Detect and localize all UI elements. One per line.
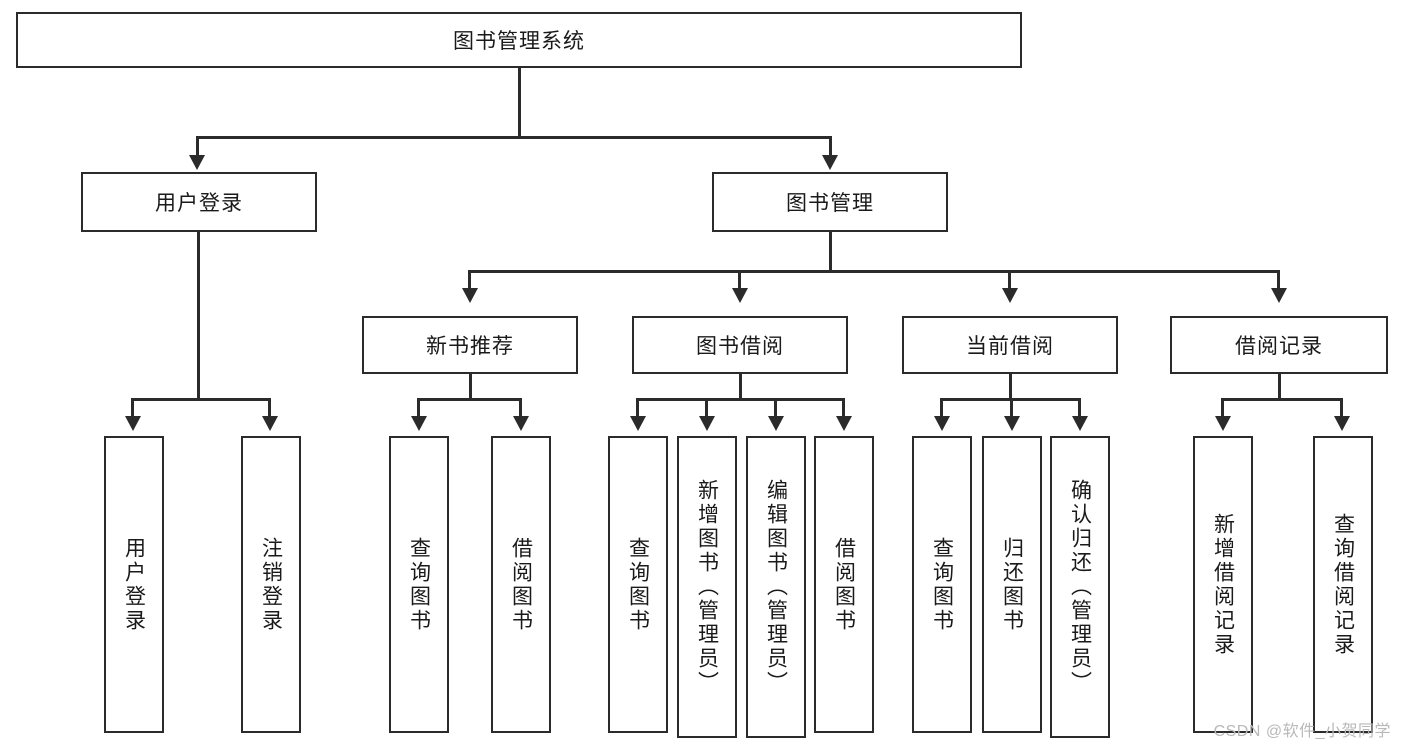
leaf-label: 查询借阅记录	[1331, 512, 1355, 657]
node-new-book-recommend[interactable]: 新书推荐	[362, 316, 578, 374]
leaf-add-book[interactable]: 新增图书（管理员）	[677, 436, 737, 738]
arrowhead-to-borrow-record	[1271, 288, 1287, 303]
connector-nbr-leaf2	[519, 398, 522, 418]
node-label: 图书管理系统	[453, 30, 585, 53]
arrowhead-to-user-login	[189, 155, 205, 170]
leaf-add-record[interactable]: 新增借阅记录	[1193, 436, 1253, 733]
arrowhead-leaf-query-record	[1334, 416, 1350, 431]
leaf-logout-login[interactable]: 注销登录	[241, 436, 301, 733]
connector-cb-leaf1	[940, 398, 943, 418]
node-current-borrow[interactable]: 当前借阅	[902, 316, 1118, 374]
connector-book-borrow-down	[739, 374, 742, 400]
leaf-borrow-book-2[interactable]: 借阅图书	[814, 436, 874, 733]
leaf-label: 注销登录	[259, 536, 283, 633]
leaf-label: 借阅图书	[832, 536, 856, 633]
arrowhead-leaf-user-login	[125, 416, 141, 431]
connector-borrow-record-bus	[1221, 398, 1342, 401]
arrowhead-to-new-book-recommend	[462, 288, 478, 303]
node-label: 借阅记录	[1235, 335, 1323, 358]
connector-book-management-down	[829, 232, 832, 272]
connector-cb-leaf3	[1078, 398, 1081, 418]
leaf-confirm-return[interactable]: 确认归还（管理员）	[1050, 436, 1110, 738]
connector-user-login-leaf2	[268, 398, 271, 418]
connector-user-login-bus	[131, 398, 268, 401]
leaf-label: 确认归还（管理员）	[1068, 479, 1092, 695]
connector-br-leaf2	[1340, 398, 1343, 418]
connector-cb-leaf2	[1010, 398, 1013, 418]
connector-level3-bus	[468, 270, 1280, 273]
arrowhead-to-book-management	[822, 155, 838, 170]
node-label: 用户登录	[155, 192, 243, 215]
leaf-query-book-3[interactable]: 查询图书	[912, 436, 972, 733]
connector-user-login-down	[197, 232, 200, 400]
arrowhead-to-current-borrow	[1002, 288, 1018, 303]
arrowhead-leaf-query-book-1	[411, 416, 427, 431]
leaf-label: 新增借阅记录	[1211, 512, 1235, 657]
watermark-text: CSDN @软件_小贺同学	[1213, 723, 1391, 740]
connector-bb-leaf4	[842, 398, 845, 418]
leaf-label: 用户登录	[122, 536, 146, 633]
node-user-login[interactable]: 用户登录	[81, 172, 317, 232]
connector-book-borrow-bus	[636, 398, 845, 401]
leaf-label: 编辑图书（管理员）	[764, 479, 788, 695]
arrowhead-leaf-query-book-3	[934, 416, 950, 431]
leaf-label: 借阅图书	[509, 536, 533, 633]
leaf-label: 查询图书	[407, 536, 431, 633]
arrowhead-leaf-add-record	[1215, 416, 1231, 431]
connector-user-login-leaf1	[131, 398, 134, 418]
arrowhead-leaf-edit-book	[768, 416, 784, 431]
connector-to-book-borrow	[738, 270, 741, 290]
connector-root-to-user-login	[196, 136, 199, 158]
connector-to-current-borrow	[1008, 270, 1011, 290]
arrowhead-leaf-query-book-2	[630, 416, 646, 431]
leaf-borrow-book-1[interactable]: 借阅图书	[491, 436, 551, 733]
leaf-edit-book[interactable]: 编辑图书（管理员）	[746, 436, 806, 738]
connector-new-book-recommend-down	[469, 374, 472, 400]
leaf-label: 归还图书	[1000, 536, 1024, 633]
connector-br-leaf1	[1221, 398, 1224, 418]
arrowhead-leaf-confirm-return	[1072, 416, 1088, 431]
connector-bb-leaf1	[636, 398, 639, 418]
node-borrow-record[interactable]: 借阅记录	[1170, 316, 1388, 374]
node-book-management-system[interactable]: 图书管理系统	[16, 12, 1022, 68]
arrowhead-leaf-logout-login	[262, 416, 278, 431]
node-book-management[interactable]: 图书管理	[712, 172, 948, 232]
leaf-query-record[interactable]: 查询借阅记录	[1313, 436, 1373, 733]
arrowhead-leaf-borrow-book-1	[513, 416, 529, 431]
connector-nbr-leaf1	[417, 398, 420, 418]
connector-new-book-recommend-bus	[417, 398, 522, 401]
connector-current-borrow-down	[1009, 374, 1012, 400]
leaf-user-login[interactable]: 用户登录	[104, 436, 164, 733]
node-label: 当前借阅	[966, 335, 1054, 358]
leaf-query-book-1[interactable]: 查询图书	[389, 436, 449, 733]
connector-to-new-book-recommend	[468, 270, 471, 290]
connector-root-down	[518, 68, 521, 138]
arrowhead-leaf-borrow-book-2	[836, 416, 852, 431]
leaf-label: 查询图书	[930, 536, 954, 633]
leaf-return-book[interactable]: 归还图书	[982, 436, 1042, 733]
connector-bb-leaf2	[705, 398, 708, 418]
connector-root-bus	[196, 136, 832, 139]
node-book-borrow[interactable]: 图书借阅	[632, 316, 848, 374]
connector-borrow-record-down	[1278, 374, 1281, 400]
leaf-label: 新增图书（管理员）	[695, 479, 719, 695]
connector-to-borrow-record	[1277, 270, 1280, 290]
node-label: 图书借阅	[696, 335, 784, 358]
arrowhead-leaf-return-book	[1004, 416, 1020, 431]
connector-root-to-book-management	[829, 136, 832, 158]
node-label: 新书推荐	[426, 335, 514, 358]
leaf-label: 查询图书	[626, 536, 650, 633]
arrowhead-leaf-add-book	[699, 416, 715, 431]
leaf-query-book-2[interactable]: 查询图书	[608, 436, 668, 733]
arrowhead-to-book-borrow	[732, 288, 748, 303]
node-label: 图书管理	[786, 192, 874, 215]
connector-bb-leaf3	[774, 398, 777, 418]
